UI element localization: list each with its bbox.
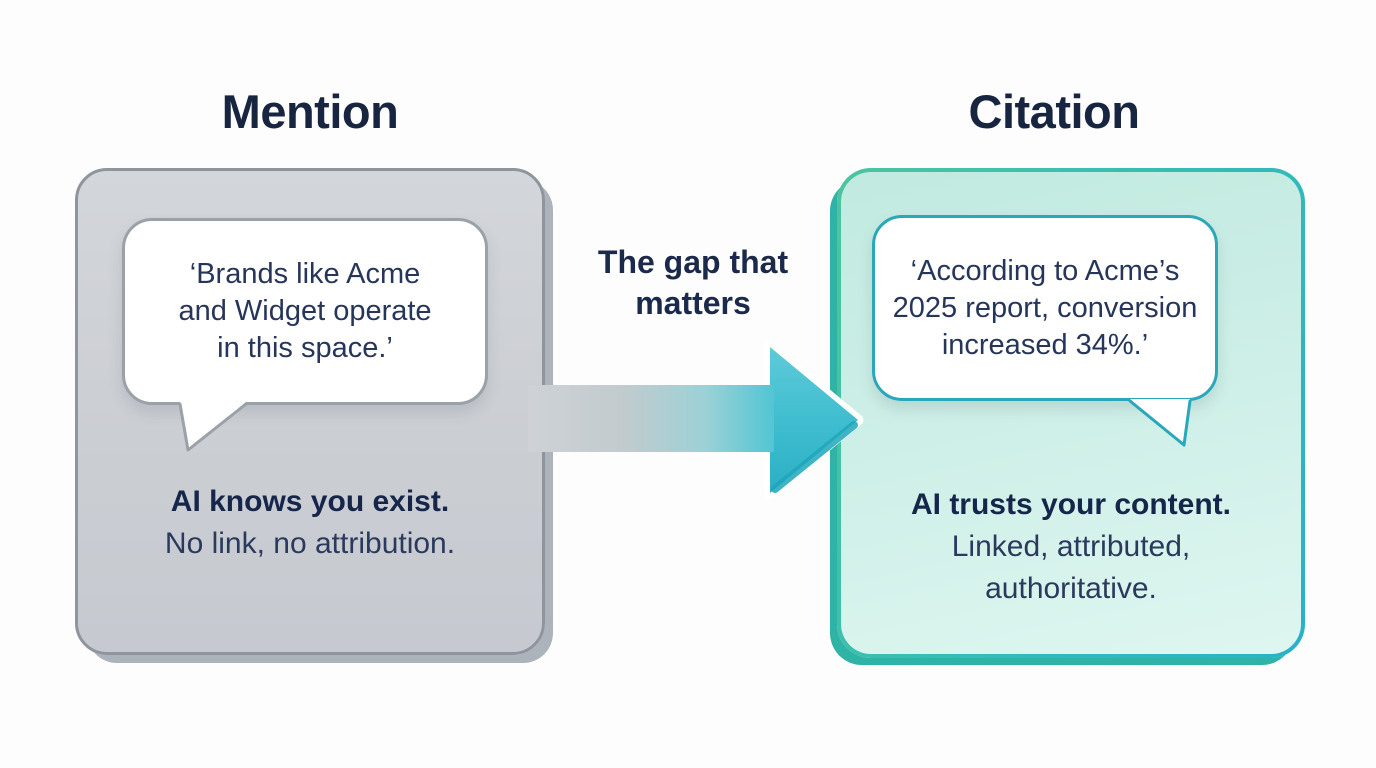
right-column-title: Citation [968,85,1140,138]
citation-bubble-tail-icon [1128,399,1192,447]
citation-caption-bold: AI trusts your content. [910,488,1232,521]
citation-card: ‘According to Acme’s 2025 report, conver… [837,168,1305,658]
citation-speech-bubble: ‘According to Acme’s 2025 report, conver… [872,215,1218,401]
mention-bubble-tail-icon [178,402,248,452]
citation-caption-regular: Linked, attributed, authoritative. [951,530,1191,605]
mention-speech-bubble: ‘Brands like Acme and Widget operate in … [122,218,488,405]
mention-caption-regular: No link, no attribution. [164,527,456,560]
mention-caption: AI knows you exist. No link, no attribut… [78,481,542,565]
mention-card: ‘Brands like Acme and Widget operate in … [75,168,545,655]
mention-caption-bold: AI knows you exist. [170,485,450,518]
gap-arrow-icon [528,341,864,499]
citation-caption: AI trusts your content. Linked, attribut… [841,484,1301,610]
gap-label: The gap that matters [597,244,789,321]
citation-card-inner: ‘According to Acme’s 2025 report, conver… [841,172,1301,654]
left-column-title: Mention [221,85,399,138]
